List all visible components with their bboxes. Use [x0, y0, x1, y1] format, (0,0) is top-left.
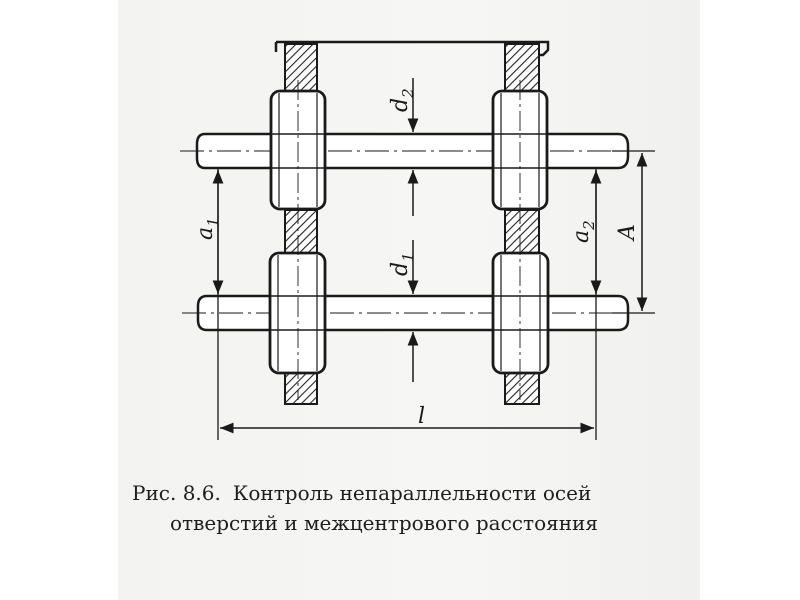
housing-top [274, 40, 550, 57]
figure-caption: Рис. 8.6.Контроль непараллельности осей … [132, 478, 712, 538]
bushing-lower-right [491, 251, 550, 375]
label-a2: a2 [569, 220, 598, 243]
lower-mandrel [182, 294, 642, 332]
svg-text:a2: a2 [569, 220, 598, 243]
dimension-A [612, 150, 655, 314]
bushing-lower-left [268, 251, 327, 375]
upper-mandrel [180, 132, 640, 170]
figure-number: Рис. 8.6. [132, 481, 221, 505]
label-d1: d1 [388, 252, 417, 276]
label-A: A [615, 224, 640, 242]
svg-text:d1: d1 [388, 252, 417, 276]
label-d2: d2 [388, 88, 417, 112]
label-a1: a1 [193, 217, 222, 240]
svg-text:A: A [615, 224, 640, 242]
svg-text:d2: d2 [388, 88, 417, 112]
caption-line-1: Контроль непараллельности осей [232, 481, 592, 505]
caption-line-2: отверстий и межцентрового расстояния [170, 511, 599, 535]
label-l: l [418, 404, 425, 429]
svg-text:a1: a1 [193, 217, 222, 240]
